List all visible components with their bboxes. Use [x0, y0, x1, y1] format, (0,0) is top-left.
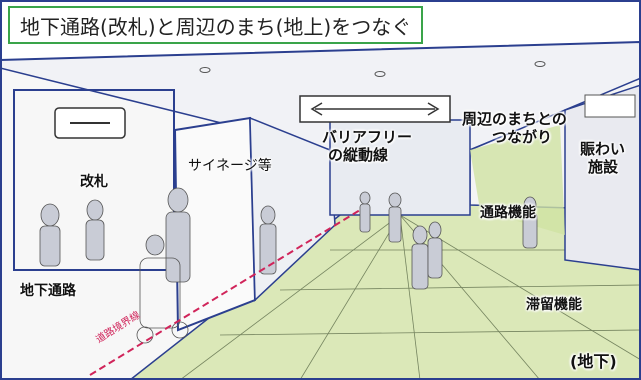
label-bustle-line2: 施設: [588, 158, 619, 176]
ticket-gate-frame: [13, 89, 175, 271]
label-underground-passage-text: 地下通路: [20, 283, 76, 299]
label-underground-passage: 地下通路: [20, 283, 76, 300]
label-barrier-free-line2: の縦動線: [328, 146, 389, 164]
label-signage-text: サイネージ等: [188, 158, 272, 174]
pedestrians: [39, 187, 538, 344]
label-ticket-gate-text: 改札: [80, 174, 108, 190]
right-shop: [564, 84, 641, 271]
ceiling-light: [534, 61, 546, 67]
stairs-to-ground: [470, 125, 565, 235]
floor-green: [130, 205, 641, 380]
label-ticket-gate: 改札: [80, 174, 108, 191]
label-stay-function: 滞留機能: [526, 297, 582, 314]
coffee-sign: [584, 94, 636, 118]
label-underground-tag: (地下): [570, 352, 617, 371]
road-boundary-line: [89, 209, 361, 376]
label-bustle-line1: 賑わい: [580, 140, 626, 158]
label-barrier-free-line1: バリアフリー: [322, 128, 413, 146]
ceiling-light: [374, 71, 386, 77]
title-box: 地下通路(改札)と周辺のまち(地上)をつなぐ: [8, 6, 424, 44]
label-town-connection: 周辺のまちとの つながり: [462, 110, 567, 146]
ceiling-light: [199, 67, 211, 73]
label-town-connection-line1: 周辺のまちとの: [462, 110, 567, 128]
label-barrier-free: バリアフリー の縦動線: [322, 128, 412, 164]
page-title: 地下通路(改札)と周辺のまち(地上)をつなぐ: [20, 14, 412, 39]
label-stay-function-text: 滞留機能: [526, 297, 582, 313]
label-underground-tag-text: (地下): [570, 352, 617, 371]
label-signage: サイネージ等: [188, 158, 272, 175]
label-town-connection-line2: つながり: [492, 128, 553, 146]
label-passage-function-text: 通路機能: [480, 205, 536, 221]
label-passage-function: 通路機能: [480, 205, 536, 222]
label-bustle-facility: 賑わい 施設: [580, 140, 625, 176]
